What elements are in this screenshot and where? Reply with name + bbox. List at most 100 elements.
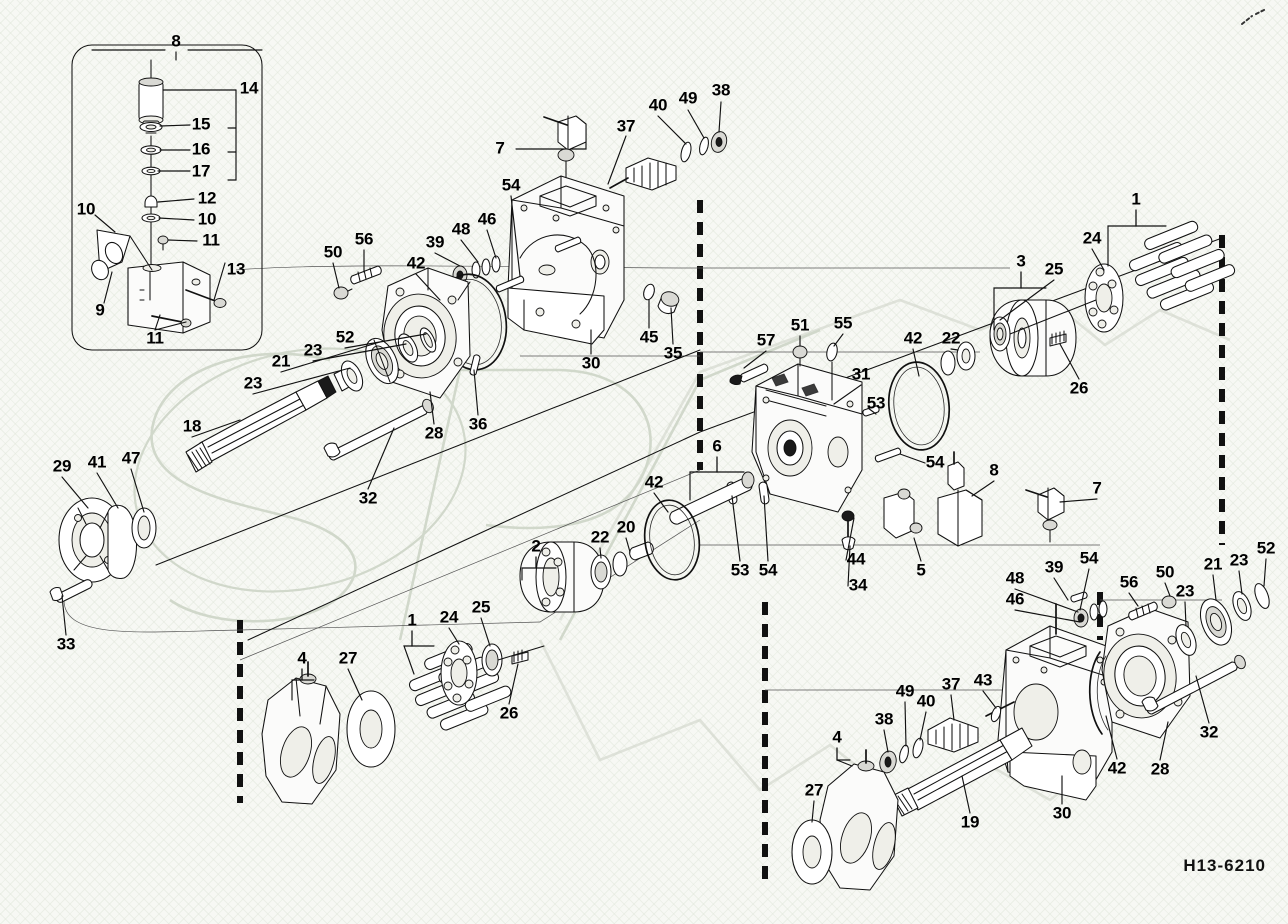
callout-23: 23 bbox=[304, 340, 323, 359]
callout-2: 2 bbox=[531, 536, 540, 555]
callout-50: 50 bbox=[1156, 562, 1175, 581]
callout-55: 55 bbox=[834, 313, 853, 332]
callout-52: 52 bbox=[336, 327, 355, 346]
inset-callout-11: 11 bbox=[146, 328, 164, 347]
callout-40: 40 bbox=[917, 691, 936, 710]
callout-33: 33 bbox=[57, 634, 76, 653]
callout-23: 23 bbox=[1230, 550, 1249, 569]
callout-21: 21 bbox=[272, 351, 291, 370]
assembly-guide-lines bbox=[63, 237, 1223, 691]
callout-25: 25 bbox=[1045, 259, 1064, 278]
callout-48: 48 bbox=[452, 219, 471, 238]
inset-callout-13: 13 bbox=[227, 259, 246, 278]
inset-callout-12: 12 bbox=[198, 188, 217, 207]
end-cover-left bbox=[49, 497, 157, 603]
relief-valve-upper bbox=[609, 131, 728, 191]
callout-22: 22 bbox=[942, 328, 961, 347]
callout-37: 37 bbox=[617, 116, 636, 135]
callout-26: 26 bbox=[1070, 378, 1089, 397]
piston-set-right bbox=[1128, 220, 1236, 311]
callout-44: 44 bbox=[847, 549, 866, 568]
callout-23: 23 bbox=[244, 373, 263, 392]
solenoid-body bbox=[138, 59, 164, 301]
callout-57: 57 bbox=[757, 330, 776, 349]
callout-53: 53 bbox=[867, 393, 886, 412]
callout-40: 40 bbox=[649, 95, 668, 114]
callout-21: 21 bbox=[1204, 554, 1223, 573]
callout-36: 36 bbox=[469, 414, 488, 433]
callout-49: 49 bbox=[679, 88, 698, 107]
callout-20: 20 bbox=[617, 517, 636, 536]
inset-callout-17: 17 bbox=[192, 161, 211, 180]
callout-45: 45 bbox=[640, 327, 659, 346]
drawing-number: H13-6210 bbox=[1183, 856, 1266, 875]
callout-1: 1 bbox=[1131, 189, 1140, 208]
callout-38: 38 bbox=[712, 80, 731, 99]
manifold-block bbox=[127, 261, 227, 334]
inset-callout-16: 16 bbox=[192, 139, 211, 158]
callout-54: 54 bbox=[926, 452, 945, 471]
callout-leaders bbox=[61, 101, 1267, 823]
registration-mark bbox=[1241, 8, 1267, 25]
callout-37: 37 bbox=[942, 674, 961, 693]
main-pump-housing-lower bbox=[791, 583, 1270, 891]
callout-49: 49 bbox=[896, 681, 915, 700]
inset-leaders bbox=[94, 51, 237, 331]
callout-46: 46 bbox=[478, 209, 497, 228]
gasket-set bbox=[91, 229, 153, 281]
callout-31: 31 bbox=[852, 364, 871, 383]
callout-34: 34 bbox=[849, 575, 868, 594]
callout-52: 52 bbox=[1257, 538, 1276, 557]
callout-3: 3 bbox=[1016, 251, 1025, 270]
inset-callout-11: 11 bbox=[202, 230, 220, 249]
inset-detail-box bbox=[71, 44, 263, 351]
callout-6: 6 bbox=[712, 436, 721, 455]
callout-4: 4 bbox=[832, 727, 842, 746]
callout-54: 54 bbox=[502, 175, 521, 194]
main-pump-housing-upper bbox=[333, 115, 728, 399]
callout-47: 47 bbox=[122, 448, 141, 467]
callout-56: 56 bbox=[355, 229, 374, 248]
callout-41: 41 bbox=[88, 452, 107, 471]
callout-42: 42 bbox=[904, 328, 923, 347]
callout-24: 24 bbox=[440, 607, 459, 626]
callout-51: 51 bbox=[791, 315, 810, 334]
callout-30: 30 bbox=[1053, 803, 1072, 822]
solenoid-valve-right bbox=[1025, 487, 1065, 543]
group-frame-upper-right bbox=[697, 200, 1225, 545]
callout-18: 18 bbox=[183, 416, 202, 435]
inset-callout-10: 10 bbox=[77, 199, 96, 218]
callout-50: 50 bbox=[324, 242, 343, 261]
inset-callout-10: 10 bbox=[198, 209, 217, 228]
cylinder-block-right bbox=[940, 220, 1236, 377]
callout-7: 7 bbox=[1092, 478, 1101, 497]
inset-callout-8: 8 bbox=[171, 31, 180, 50]
callout-54: 54 bbox=[759, 560, 778, 579]
callout-8: 8 bbox=[989, 460, 998, 479]
regulator-valve-block bbox=[669, 342, 983, 551]
callout-39: 39 bbox=[1045, 557, 1064, 576]
callout-32: 32 bbox=[1200, 722, 1219, 741]
callout-5: 5 bbox=[916, 560, 925, 579]
callout-7: 7 bbox=[495, 138, 504, 157]
callout-32: 32 bbox=[359, 488, 378, 507]
cylinder-block-lower-center bbox=[519, 499, 701, 613]
inset-callout-15: 15 bbox=[192, 114, 211, 133]
callout-29: 29 bbox=[53, 456, 72, 475]
callout-4: 4 bbox=[297, 648, 307, 667]
inset-callout-14: 14 bbox=[240, 78, 259, 97]
callout-27: 27 bbox=[339, 648, 358, 667]
callout-27: 27 bbox=[805, 780, 824, 799]
callout-23: 23 bbox=[1176, 581, 1195, 600]
callout-35: 35 bbox=[664, 343, 683, 362]
callout-24: 24 bbox=[1083, 228, 1102, 247]
callout-19: 19 bbox=[961, 812, 980, 831]
callout-25: 25 bbox=[472, 597, 491, 616]
callout-22: 22 bbox=[591, 527, 610, 546]
callout-42: 42 bbox=[1108, 758, 1127, 777]
callout-42: 42 bbox=[645, 472, 664, 491]
